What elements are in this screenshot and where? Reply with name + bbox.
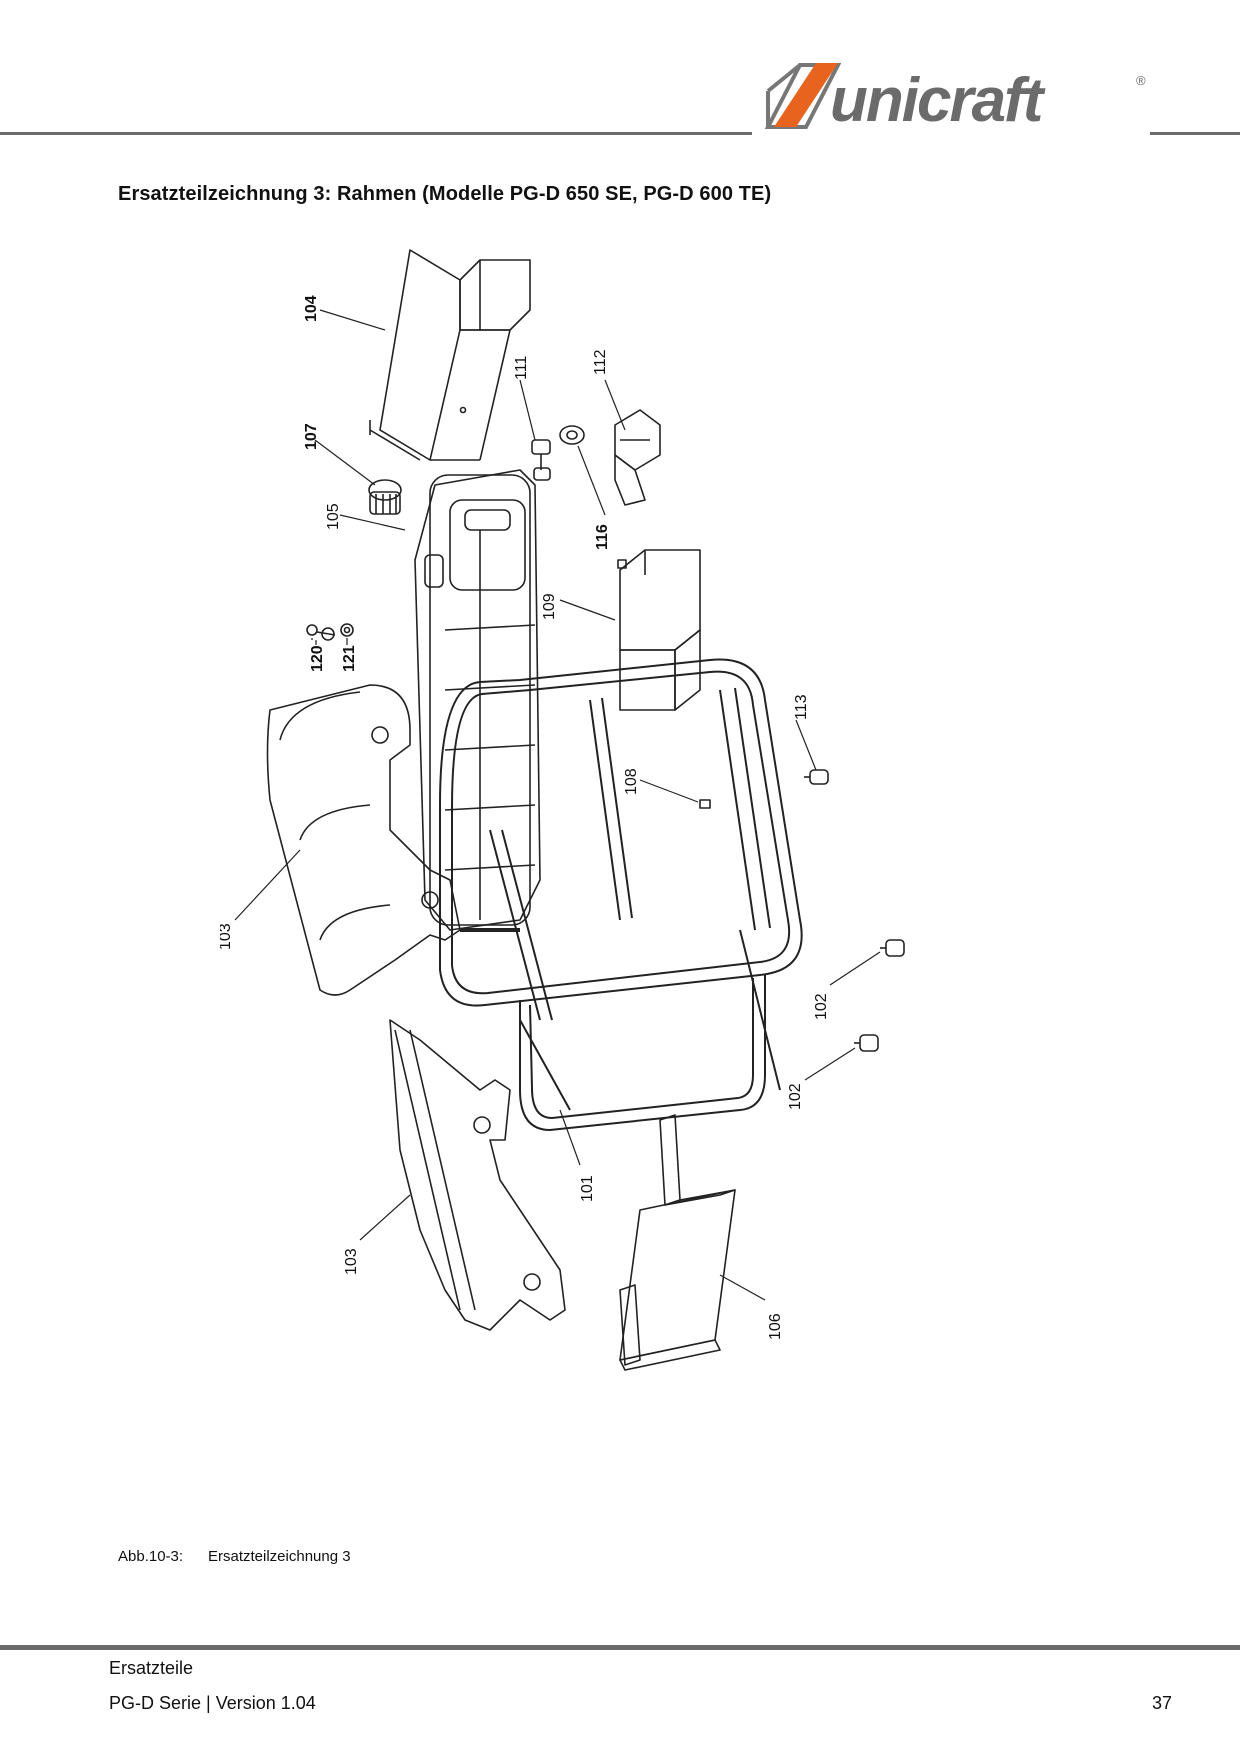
part-101-frame [439,658,803,1131]
page-title: Ersatzteilzeichnung 3: Rahmen (Modelle P… [118,183,772,205]
exploded-parts-drawing: 104 111 112 107 105 116 120 121 109 113 … [220,249,905,1371]
part-107-tank-cap [368,479,402,515]
callout-102-upper: 102 [813,993,830,1020]
page-number: 37 [1151,1693,1172,1713]
callout-116: 116 [594,524,611,550]
callout-104: 104 [303,295,320,322]
callout-103-lower: 103 [343,1248,360,1275]
part-102-foot-b [854,1034,879,1052]
part-111-fuel-valve [531,439,551,481]
part-116-grommet [559,425,585,445]
callout-121: 121 [341,645,358,672]
callout-111: 111 [513,356,530,380]
part-105-fuel-tank [414,469,541,932]
callout-108: 108 [623,768,640,795]
header-rule-left [0,132,752,135]
footer-series-version: PG-D Serie | Version 1.04 [109,1693,316,1713]
footer-section: Ersatzteile [109,1658,194,1678]
figure-caption: Abb.10-3: Ersatzteilzeichnung 3 [118,1548,351,1565]
callout-107: 107 [303,423,320,450]
part-104-cover [369,249,531,461]
part-112-bracket [614,409,661,506]
logo-registered-mark: ® [1136,73,1146,88]
footer-rule [0,1645,1240,1650]
leader-lines [234,309,881,1301]
logo-wordmark: unicraft [830,66,1046,135]
callout-109: 109 [541,593,558,620]
part-120-bolt [306,624,336,641]
caption-number: Abb.10-3: [118,1548,184,1565]
part-108-nut [699,799,711,809]
callout-120: 120 [309,645,326,672]
part-121-washer [340,623,354,637]
part-103-cover-lower [389,1019,566,1331]
callout-105: 105 [325,503,342,530]
part-109-box [617,549,701,711]
callout-102-lower: 102 [787,1083,804,1110]
part-102-foot-a [880,939,905,957]
unicraft-logo: unicraft ® [764,63,1146,135]
callout-112: 112 [592,349,609,375]
part-106-bracket [619,1114,736,1371]
part-113-foot [804,769,829,785]
callout-101: 101 [579,1175,596,1202]
caption-text: Ersatzteilzeichnung 3 [208,1548,351,1565]
callout-106: 106 [767,1313,784,1340]
header-rule-right [1150,132,1240,135]
part-103-cover-upper [266,684,461,996]
callout-113: 113 [793,694,810,720]
callout-103-upper: 103 [220,923,234,950]
logo-mark-icon [764,63,842,129]
